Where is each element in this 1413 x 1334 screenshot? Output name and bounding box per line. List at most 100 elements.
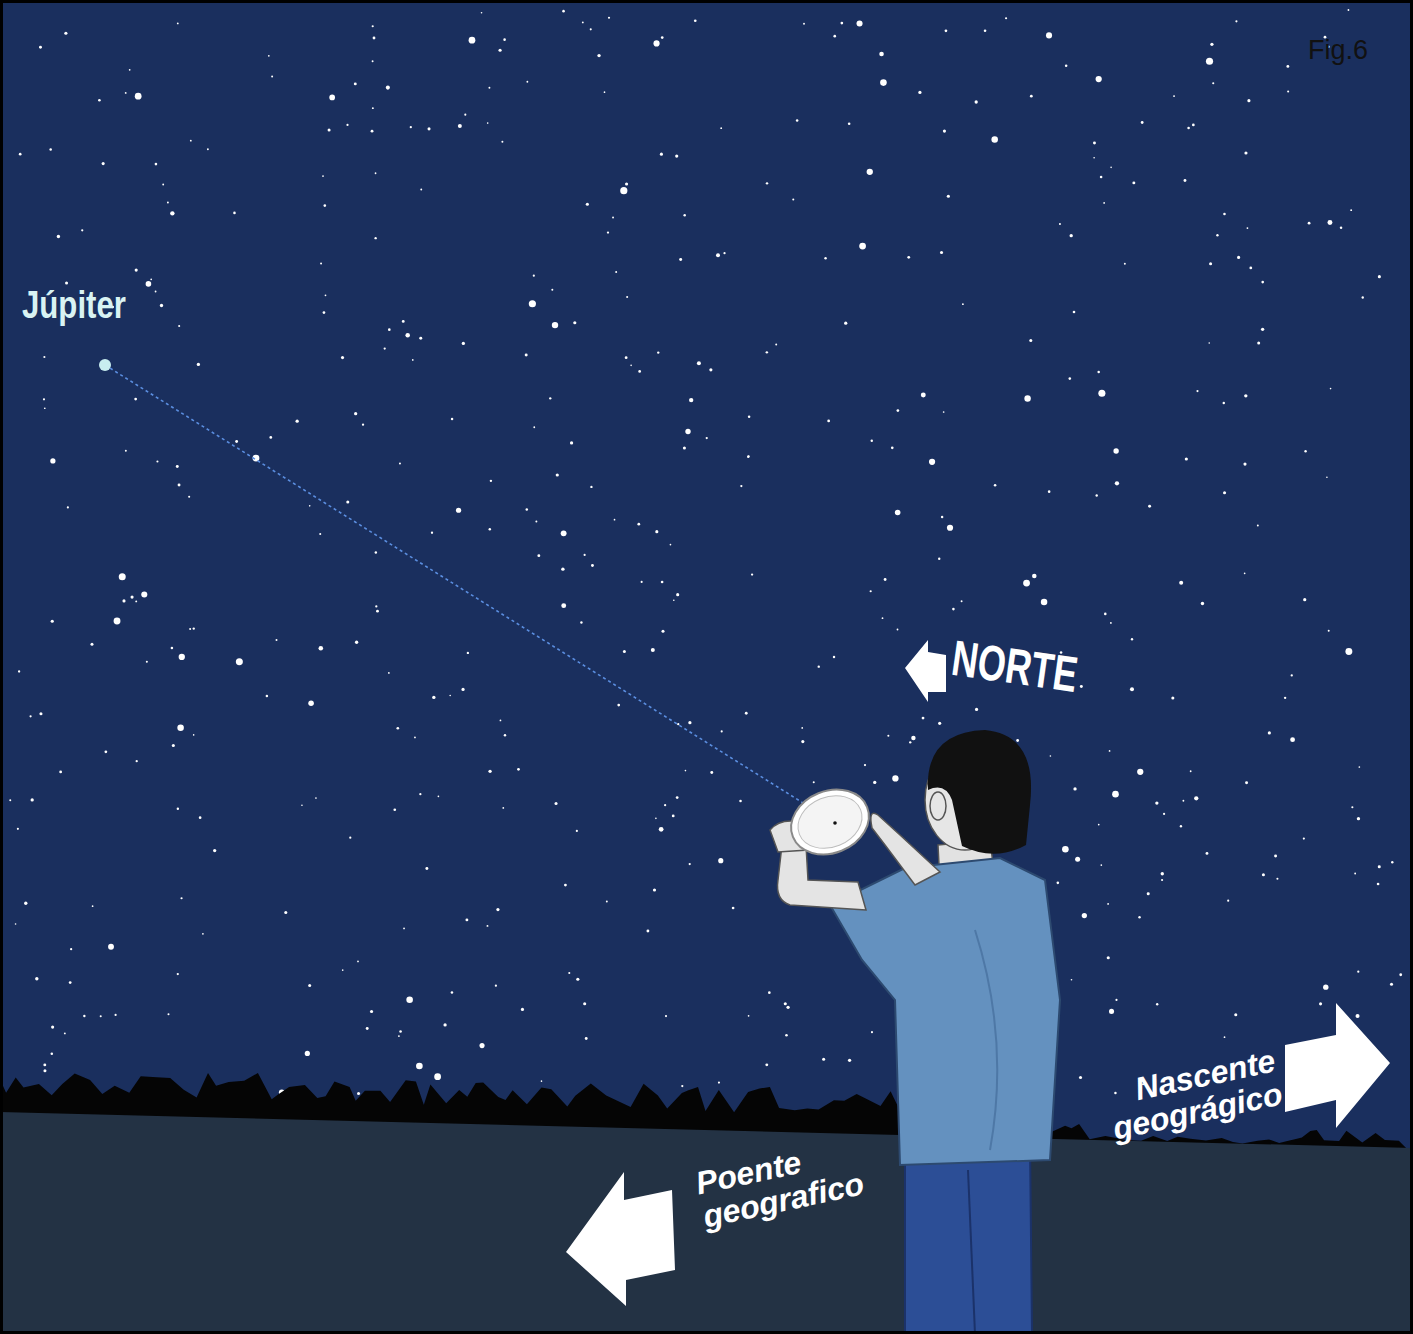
star [1096,76,1102,82]
star [813,781,815,783]
star [801,727,803,729]
star [864,764,866,766]
star [637,523,640,526]
star [354,412,357,415]
star [1098,390,1105,397]
star [1070,234,1073,237]
star [1194,796,1198,800]
star [833,35,836,38]
star [586,203,589,206]
star [456,508,461,513]
star [1206,852,1209,855]
star [604,91,606,93]
star [500,720,502,722]
star [1124,263,1126,265]
star [612,217,614,219]
jupiter-dot [99,359,111,371]
star [65,281,68,284]
star [646,930,649,933]
star [748,455,750,457]
star [583,1002,586,1005]
star [785,1034,788,1037]
star [1071,979,1073,981]
star [481,12,483,14]
star [160,304,163,307]
star [641,581,643,583]
star [372,60,374,62]
star [943,411,945,413]
star [1223,491,1226,494]
figure-number: Fig.6 [1308,36,1408,64]
star [561,567,564,570]
star [388,328,391,331]
star [323,311,326,314]
star [630,364,632,366]
star [177,808,179,810]
star [929,459,935,465]
star [938,558,940,560]
star [689,863,691,865]
star [962,303,964,305]
star [488,770,491,773]
star [638,370,641,373]
star [64,1032,66,1034]
star [689,398,693,402]
star [213,849,216,852]
star-field [9,9,1402,1098]
star [322,175,324,177]
star [64,32,67,35]
star [818,665,820,667]
star [1340,226,1343,229]
star [697,361,701,365]
star [469,37,476,44]
trousers [905,1140,1032,1334]
star [1290,737,1295,742]
star [325,294,327,296]
star [1075,857,1080,862]
star [1354,873,1356,875]
star [405,333,410,338]
star [665,1015,667,1017]
star [451,991,454,994]
star [388,672,390,674]
star [1109,750,1111,752]
star [683,446,686,449]
star [1062,846,1069,853]
star [766,182,768,184]
star [29,715,31,717]
star [525,354,528,357]
star [1023,580,1030,587]
star [162,184,164,186]
star [403,928,405,930]
star [1286,65,1289,68]
star [685,429,690,434]
star [775,344,777,346]
star [341,356,344,359]
star [660,153,663,156]
star [461,688,464,691]
star [653,40,659,46]
ground [0,1112,1413,1334]
star [266,695,268,697]
star [1196,390,1198,392]
star [487,925,489,927]
star [822,1058,825,1061]
star [1234,1013,1237,1016]
star [1284,697,1286,699]
star [1148,505,1151,508]
star [150,278,152,280]
star [1097,371,1100,374]
star [1348,9,1350,11]
star [1100,176,1103,179]
star [766,351,768,353]
star [615,271,617,273]
star [346,124,348,126]
star [796,119,799,122]
star [43,398,45,400]
star [681,1085,683,1087]
star [564,884,567,887]
star [1112,791,1119,798]
star [236,658,243,665]
star [576,978,579,981]
star [398,1035,400,1037]
